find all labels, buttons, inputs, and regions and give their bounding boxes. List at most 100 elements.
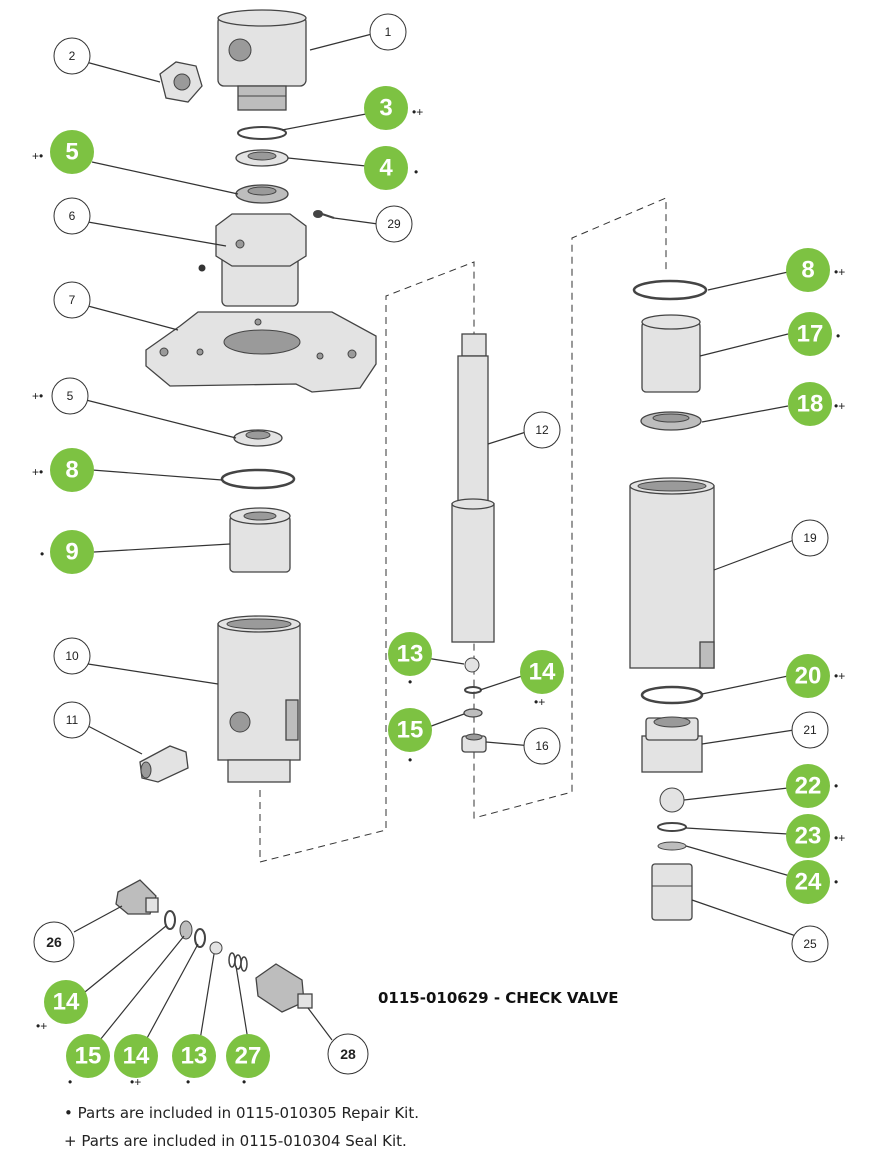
callout-15-bottom: 15•	[66, 1034, 110, 1089]
callout-25: 25	[791, 925, 829, 963]
part-3-o-ring	[237, 126, 287, 140]
svg-text:•+: •+	[412, 105, 423, 119]
svg-text:14: 14	[123, 1043, 150, 1070]
callout-9: 9•	[40, 530, 94, 574]
svg-text:3: 3	[379, 95, 392, 122]
svg-text:27: 27	[235, 1043, 262, 1070]
part-1-housing	[217, 9, 307, 111]
callout-29: 29	[375, 205, 413, 243]
part-14-o-ring	[464, 686, 482, 694]
svg-text:1: 1	[385, 25, 392, 39]
svg-text:26: 26	[46, 934, 62, 950]
part-15-small-seat	[179, 920, 193, 940]
part-25-fitting	[651, 863, 693, 921]
svg-text:•+: •+	[130, 1075, 141, 1089]
note-seal-kit: + Parts are included in 0115-010304 Seal…	[64, 1132, 407, 1150]
callout-5-white: 5+•	[32, 377, 89, 415]
part-26-fitting	[115, 879, 159, 915]
svg-text:•+: •+	[534, 695, 545, 709]
svg-text:+•: +•	[32, 389, 43, 403]
callout-28: 28	[327, 1033, 369, 1075]
part-6-gland	[215, 213, 307, 307]
svg-text:13: 13	[397, 641, 424, 668]
part-9-bushing	[229, 507, 291, 573]
svg-text:•: •	[834, 779, 838, 793]
svg-text:24: 24	[795, 869, 822, 896]
svg-text:•+: •+	[36, 1019, 47, 1033]
callout-10: 10	[53, 637, 91, 675]
note-symbol: +	[64, 1132, 77, 1150]
svg-text:+•: +•	[32, 149, 43, 163]
callout-19: 19	[791, 519, 829, 557]
svg-text:•: •	[836, 329, 840, 343]
part-17-bushing	[641, 314, 701, 393]
svg-text:28: 28	[340, 1046, 356, 1062]
callout-14-center: 14 •+	[520, 650, 564, 709]
part-4-seal	[235, 149, 289, 167]
callout-11: 11	[53, 701, 91, 739]
part-20-o-ring	[640, 685, 704, 705]
part-28-body	[255, 963, 313, 1013]
svg-text:14: 14	[529, 659, 556, 686]
svg-text:•: •	[40, 547, 44, 561]
part-16-retainer	[461, 733, 487, 753]
part-10-cylinder	[217, 615, 301, 783]
callout-13-center: 13•	[388, 632, 432, 689]
callout-4: 4•	[364, 146, 418, 190]
part-6-set-screw	[198, 264, 206, 272]
callout-21: 21	[791, 711, 829, 749]
svg-text:8: 8	[65, 457, 78, 484]
svg-text:4: 4	[379, 155, 393, 182]
svg-text:•+: •+	[834, 399, 845, 413]
svg-text:21: 21	[803, 723, 817, 737]
callout-16: 16	[523, 727, 561, 765]
svg-text:2: 2	[69, 49, 76, 63]
note-repair-kit: • Parts are included in 0115-010305 Repa…	[64, 1104, 419, 1122]
callout-7: 7	[53, 281, 91, 319]
part-23-o-ring	[657, 822, 687, 832]
callout-15-center: 15•	[388, 708, 432, 767]
svg-text:17: 17	[797, 321, 824, 348]
svg-text:14: 14	[53, 989, 80, 1016]
part-5-lower-seal	[233, 429, 283, 447]
callout-1: 1	[369, 13, 407, 51]
callout-8-right: 8•+	[786, 248, 845, 292]
svg-text:+•: +•	[32, 465, 43, 479]
svg-text:16: 16	[535, 739, 549, 753]
callout-27: 27 •	[226, 1034, 270, 1089]
part-21-valve-body	[641, 716, 703, 773]
callout-12: 12	[523, 411, 561, 449]
svg-text:•: •	[186, 1075, 190, 1089]
part-14-small-ring	[164, 910, 176, 930]
svg-text:6: 6	[69, 209, 76, 223]
svg-text:•: •	[242, 1075, 246, 1089]
part-13-ball	[464, 657, 480, 673]
callout-6: 6	[53, 197, 91, 235]
part-18-seal	[640, 411, 702, 431]
part-8-upper-o-ring	[632, 279, 708, 301]
callout-3: 3 •+	[364, 86, 423, 130]
callout-24: 24•	[786, 860, 838, 904]
callout-26: 26	[33, 921, 75, 963]
svg-text:•+: •+	[834, 265, 845, 279]
svg-text:18: 18	[797, 391, 824, 418]
callout-17: 17 •	[788, 312, 840, 356]
callout-22: 22•	[786, 764, 838, 808]
note-symbol: •	[64, 1104, 73, 1122]
part-19-cylinder	[629, 477, 715, 669]
part-29-screw	[313, 210, 335, 219]
svg-text:15: 15	[397, 717, 424, 744]
callout-5-green: 5 +•	[32, 130, 94, 174]
svg-text:5: 5	[65, 139, 78, 166]
svg-text:19: 19	[803, 531, 817, 545]
svg-text:•+: •+	[834, 669, 845, 683]
callout-13-bottom: 13•	[172, 1034, 216, 1089]
part-24-seat	[657, 841, 687, 851]
diagram-title: 0115-010629 - CHECK VALVE	[378, 989, 619, 1007]
part-2-nut	[159, 61, 203, 103]
svg-text:•: •	[68, 1075, 72, 1089]
note-text: Parts are included in 0115-010304 Seal K…	[81, 1132, 407, 1150]
part-8-o-ring	[220, 468, 296, 490]
svg-text:20: 20	[795, 663, 822, 690]
